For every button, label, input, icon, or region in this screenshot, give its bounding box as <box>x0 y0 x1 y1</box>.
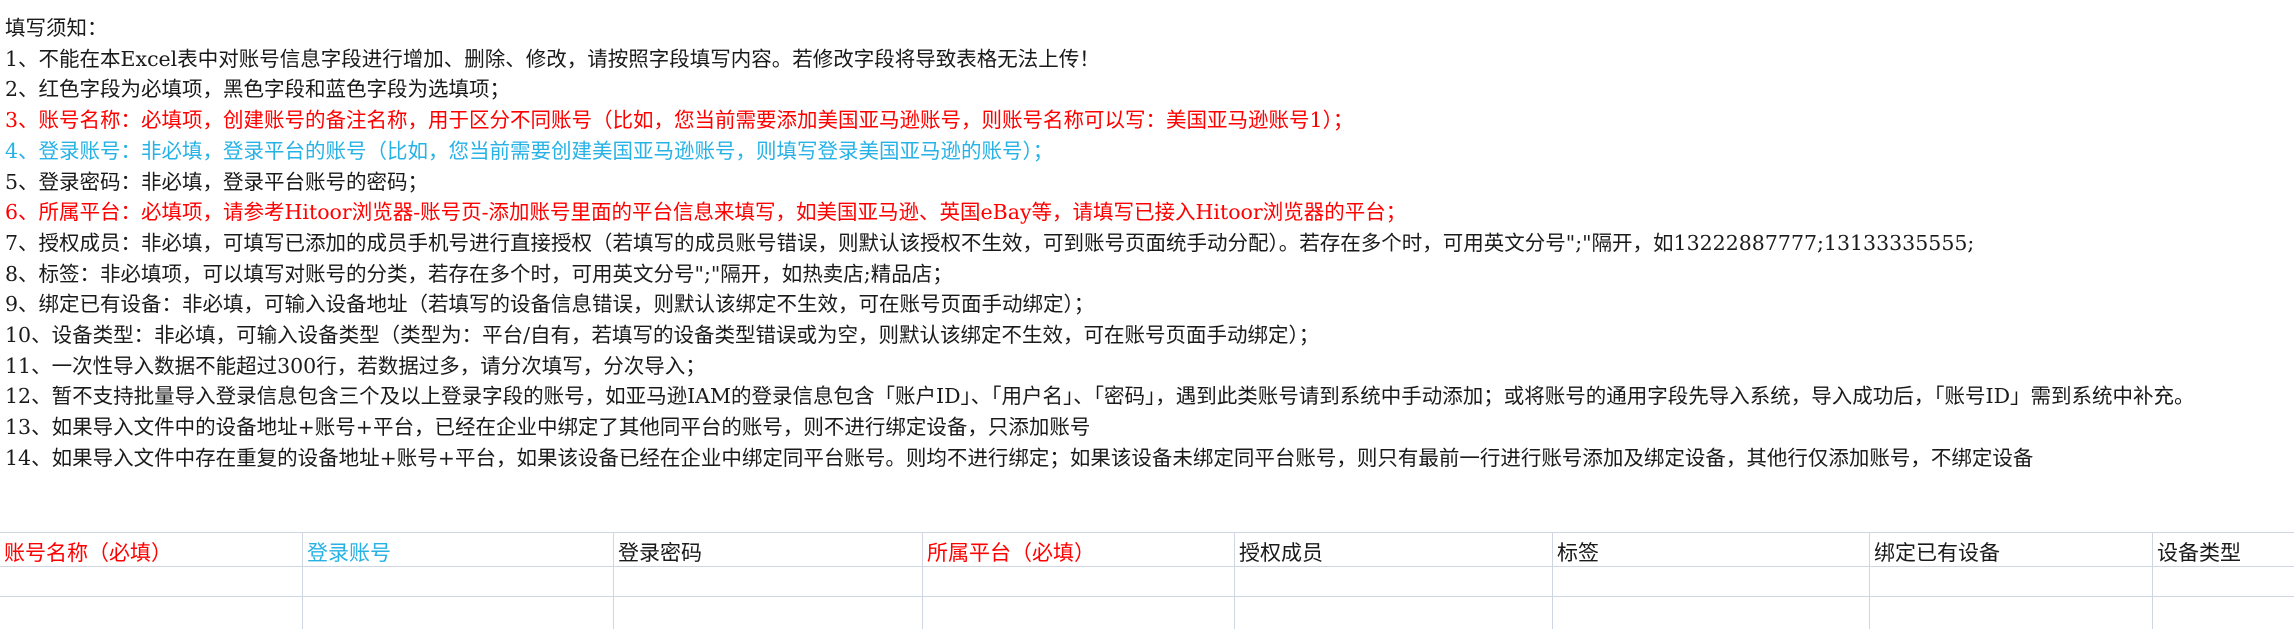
table-cell[interactable] <box>1235 567 1553 596</box>
table-cell[interactable] <box>1870 597 2153 629</box>
table-cell[interactable] <box>923 567 1235 596</box>
instruction-line: 2、红色字段为必填项，黑色字段和蓝色字段为选填项； <box>5 77 511 102</box>
instruction-line: 11、一次性导入数据不能超过300行，若数据过多，请分次填写，分次导入； <box>5 353 706 378</box>
table-cell[interactable] <box>2153 597 2294 629</box>
instruction-line: 7、授权成员：非必填，可填写已添加的成员手机号进行直接授权（若填写的成员账号错误… <box>5 230 1975 255</box>
table-cell[interactable] <box>0 597 303 629</box>
column-header[interactable]: 授权成员 <box>1235 533 1553 566</box>
table-cell[interactable] <box>0 567 303 596</box>
instruction-line: 14、如果导入文件中存在重复的设备地址+账号+平台，如果该设备已经在企业中绑定同… <box>5 445 2034 470</box>
column-header[interactable]: 标签 <box>1553 533 1870 566</box>
table-header-row: 账号名称（必填）登录账号登录密码所属平台（必填）授权成员标签绑定已有设备设备类型 <box>0 533 2294 567</box>
table-cell[interactable] <box>1553 567 1870 596</box>
column-header[interactable]: 账号名称（必填） <box>0 533 303 566</box>
column-header[interactable]: 绑定已有设备 <box>1870 533 2153 566</box>
table-cell[interactable] <box>614 567 923 596</box>
instruction-line: 6、所属平台：必填项，请参考Hitoor浏览器-账号页-添加账号里面的平台信息来… <box>5 200 1407 225</box>
instruction-line: 4、登录账号：非必填，登录平台的账号（比如，您当前需要创建美国亚马逊账号，则填写… <box>5 138 1054 163</box>
instructions-title: 填写须知： <box>5 16 108 40</box>
table-row <box>0 597 2294 629</box>
instruction-line: 10、设备类型：非必填，可输入设备类型（类型为：平台/自有，若填写的设备类型错误… <box>5 323 1320 348</box>
table-cell[interactable] <box>303 597 614 629</box>
table-cell[interactable] <box>1553 597 1870 629</box>
instructions-list: 1、不能在本Excel表中对账号信息字段进行增加、删除、修改，请按照字段填写内容… <box>5 44 2290 474</box>
column-header[interactable]: 所属平台（必填） <box>923 533 1235 566</box>
instruction-line: 3、账号名称：必填项，创建账号的备注名称，用于区分不同账号（比如，您当前需要添加… <box>5 108 1354 133</box>
table-cell[interactable] <box>1870 567 2153 596</box>
table-cell[interactable] <box>1235 597 1553 629</box>
column-header[interactable]: 登录密码 <box>614 533 923 566</box>
instruction-line: 13、如果导入文件中的设备地址+账号+平台，已经在企业中绑定了其他同平台的账号，… <box>5 415 1091 440</box>
instruction-line: 9、绑定已有设备：非必填，可输入设备地址（若填写的设备信息错误，则默认该绑定不生… <box>5 292 1095 317</box>
instruction-line: 8、标签：非必填项，可以填写对账号的分类，若存在多个时，可用英文分号";"隔开，… <box>5 261 953 286</box>
instruction-line: 1、不能在本Excel表中对账号信息字段进行增加、删除、修改，请按照字段填写内容… <box>5 46 1100 71</box>
instruction-line: 12、暂不支持批量导入登录信息包含三个及以上登录字段的账号，如亚马逊IAM的登录… <box>5 384 2195 409</box>
instruction-line: 5、登录密码：非必填，登录平台账号的密码； <box>5 169 429 194</box>
table-row <box>0 567 2294 597</box>
column-header[interactable]: 设备类型 <box>2157 541 2241 565</box>
table-cell[interactable] <box>923 597 1235 629</box>
table-cell[interactable] <box>614 597 923 629</box>
column-header[interactable]: 登录账号 <box>303 533 614 566</box>
instructions-cell[interactable]: 填写须知： 1、不能在本Excel表中对账号信息字段进行增加、删除、修改，请按照… <box>0 0 2294 533</box>
table-cell[interactable] <box>2153 567 2294 596</box>
table-cell[interactable] <box>303 567 614 596</box>
